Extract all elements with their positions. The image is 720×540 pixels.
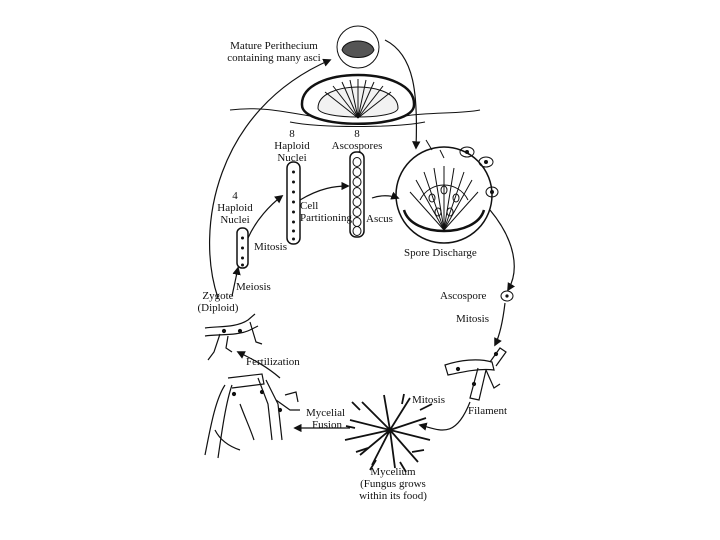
label-line: within its food): [359, 490, 427, 502]
label-line: Mycelium: [370, 466, 416, 478]
label-mycelium: Mycelium (Fungus grows within its food): [343, 466, 443, 502]
label-line: Haploid: [217, 202, 253, 214]
label-cell-partitioning: Cell Partitioning: [300, 200, 352, 224]
label-line: 8: [289, 128, 295, 140]
label-line: Cell: [300, 200, 319, 212]
label-haploid8: 8 Haploid Nuclei: [262, 128, 322, 164]
cycle-arrow-right: [489, 209, 516, 292]
mycelial-fusion-drawing: [204, 373, 300, 459]
cycle-arrow-bottom-right: [418, 401, 471, 431]
label-mitosis-top: Mitosis: [254, 241, 288, 253]
arrow-mitosis: [247, 194, 284, 239]
label-haploid4: 4 Haploid Nuclei: [210, 190, 260, 226]
arrow-partitioning: [299, 181, 350, 201]
cycle-arrow-top-right: [384, 39, 421, 150]
label-mitosis-right: Mitosis: [456, 313, 490, 325]
label-mitosis-bottom: Mitosis: [412, 394, 446, 406]
label-line: Partitioning: [300, 212, 352, 224]
label-line: Mycelial: [306, 407, 346, 419]
label-perithecium: Mature Perithecium containing many asci: [214, 40, 334, 64]
label-line: Nuclei: [220, 214, 250, 226]
label-line: (Fungus grows: [360, 478, 426, 490]
ascospore-drawing: [500, 290, 514, 302]
label-spore-discharge: Spore Discharge: [404, 247, 477, 259]
arrow-discharge: [371, 191, 400, 200]
mycelium-drawing: [344, 393, 433, 473]
label-line: 8: [354, 128, 360, 140]
label-meiosis: Meiosis: [236, 281, 271, 293]
label-ascospores: 8 Ascospores: [322, 128, 392, 152]
label-line: Ascospores: [331, 140, 383, 152]
perithecium-drawing: [229, 25, 481, 127]
label-fertilization: Fertilization: [246, 356, 300, 368]
haploid8-tube: [286, 161, 301, 245]
label-line: Haploid: [274, 140, 310, 152]
label-mycelial-fusion: Mycelial Fusion: [306, 407, 345, 431]
label-line: (Diploid): [197, 302, 239, 314]
zygote-hyphae-drawing: [204, 313, 263, 361]
cycle-arrow-left: [209, 58, 332, 299]
label-line: Zygote: [202, 290, 234, 302]
arrow-fertilization: [236, 351, 281, 379]
haploid4-tube: [236, 227, 249, 269]
label-line: containing many asci: [227, 52, 321, 64]
label-ascospore: Ascospore: [440, 290, 487, 302]
label-line: Mature Perithecium: [230, 40, 318, 52]
label-ascus: Ascus: [366, 213, 393, 225]
label-filament: Filament: [468, 405, 508, 417]
spore-discharge-drawing: [395, 139, 499, 244]
label-line: Nuclei: [277, 152, 307, 164]
ascus-tube: [349, 151, 365, 238]
label-zygote: Zygote (Diploid): [188, 290, 248, 314]
label-line: Fusion: [312, 419, 342, 431]
arrow-meiosis: [231, 266, 241, 297]
filament-drawing: [444, 347, 507, 401]
label-line: 4: [232, 190, 238, 202]
arrow-ascospore-mitosis: [494, 302, 506, 347]
